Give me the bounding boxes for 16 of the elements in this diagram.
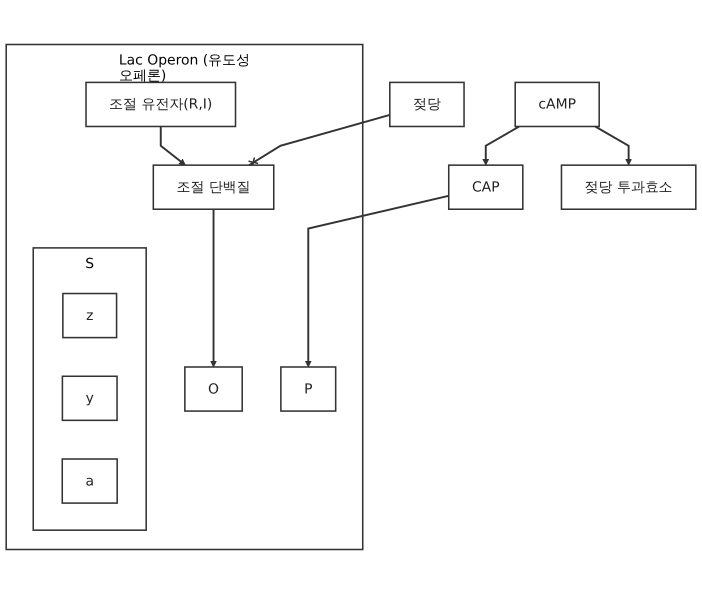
node-box: 조절 유전자(R,I) (85, 82, 236, 128)
node-box: P (280, 366, 336, 412)
arrow (160, 126, 186, 166)
node-box: z (62, 292, 118, 338)
arrow (210, 209, 217, 368)
node-box: a (61, 458, 118, 504)
node-box: 젖당 (389, 82, 465, 128)
node-box: O (184, 366, 243, 412)
arrow (304, 194, 449, 368)
node-box: CAP (448, 164, 524, 210)
arrow (482, 126, 520, 166)
arrow (594, 126, 632, 166)
node-box: 젖당 투과효소 (560, 164, 697, 210)
node-box: 조절 단백질 (152, 164, 275, 210)
node-box: cAMP (514, 82, 600, 128)
node-box: y (62, 376, 118, 422)
